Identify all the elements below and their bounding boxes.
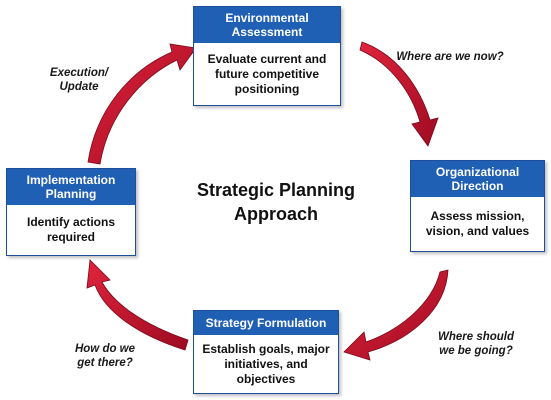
stage-description: Assess mission, vision, and values xyxy=(425,209,530,238)
stage-header: Organizational Direction xyxy=(411,161,544,197)
question-where-going: Where should we be going? xyxy=(437,331,515,357)
stage-header: Strategy Formulation xyxy=(194,311,338,335)
stage-header: Environmental Assessment xyxy=(194,7,340,43)
stage-implementation-planning: Implementation Planning Identify actions… xyxy=(6,168,136,256)
arrow-org-to-strategy xyxy=(343,269,449,361)
stage-title: Organizational Direction xyxy=(435,165,520,193)
stage-header: Implementation Planning xyxy=(7,169,135,205)
arrow-impl-to-env xyxy=(87,43,197,165)
arrow-env-to-org xyxy=(359,41,439,147)
stage-strategy-formulation: Strategy Formulation Establish goals, ma… xyxy=(193,310,339,394)
question-execution-update: Execution/ Update xyxy=(49,67,109,93)
diagram-title-line1: Strategic Planning xyxy=(196,180,356,200)
stage-title: Strategy Formulation xyxy=(205,316,327,330)
stage-description: Identify actions required xyxy=(26,215,115,244)
stage-organizational-direction: Organizational Direction Assess mission,… xyxy=(410,160,545,252)
arrow-strategy-to-impl xyxy=(86,259,189,351)
diagram-title: Strategic Planning Approach xyxy=(176,178,376,226)
stage-environmental-assessment: Environmental Assessment Evaluate curren… xyxy=(193,6,341,106)
diagram-title-line2: Approach xyxy=(233,204,318,224)
question-where-now: Where are we now? xyxy=(396,51,504,63)
question-how-get-there: How do we get there? xyxy=(74,343,136,369)
stage-title: Environmental Assessment xyxy=(225,11,309,39)
stage-description: Evaluate current and future competitive … xyxy=(207,51,327,96)
stage-description: Establish goals, major initiatives, and … xyxy=(202,341,330,386)
stage-title: Implementation Planning xyxy=(26,173,116,201)
